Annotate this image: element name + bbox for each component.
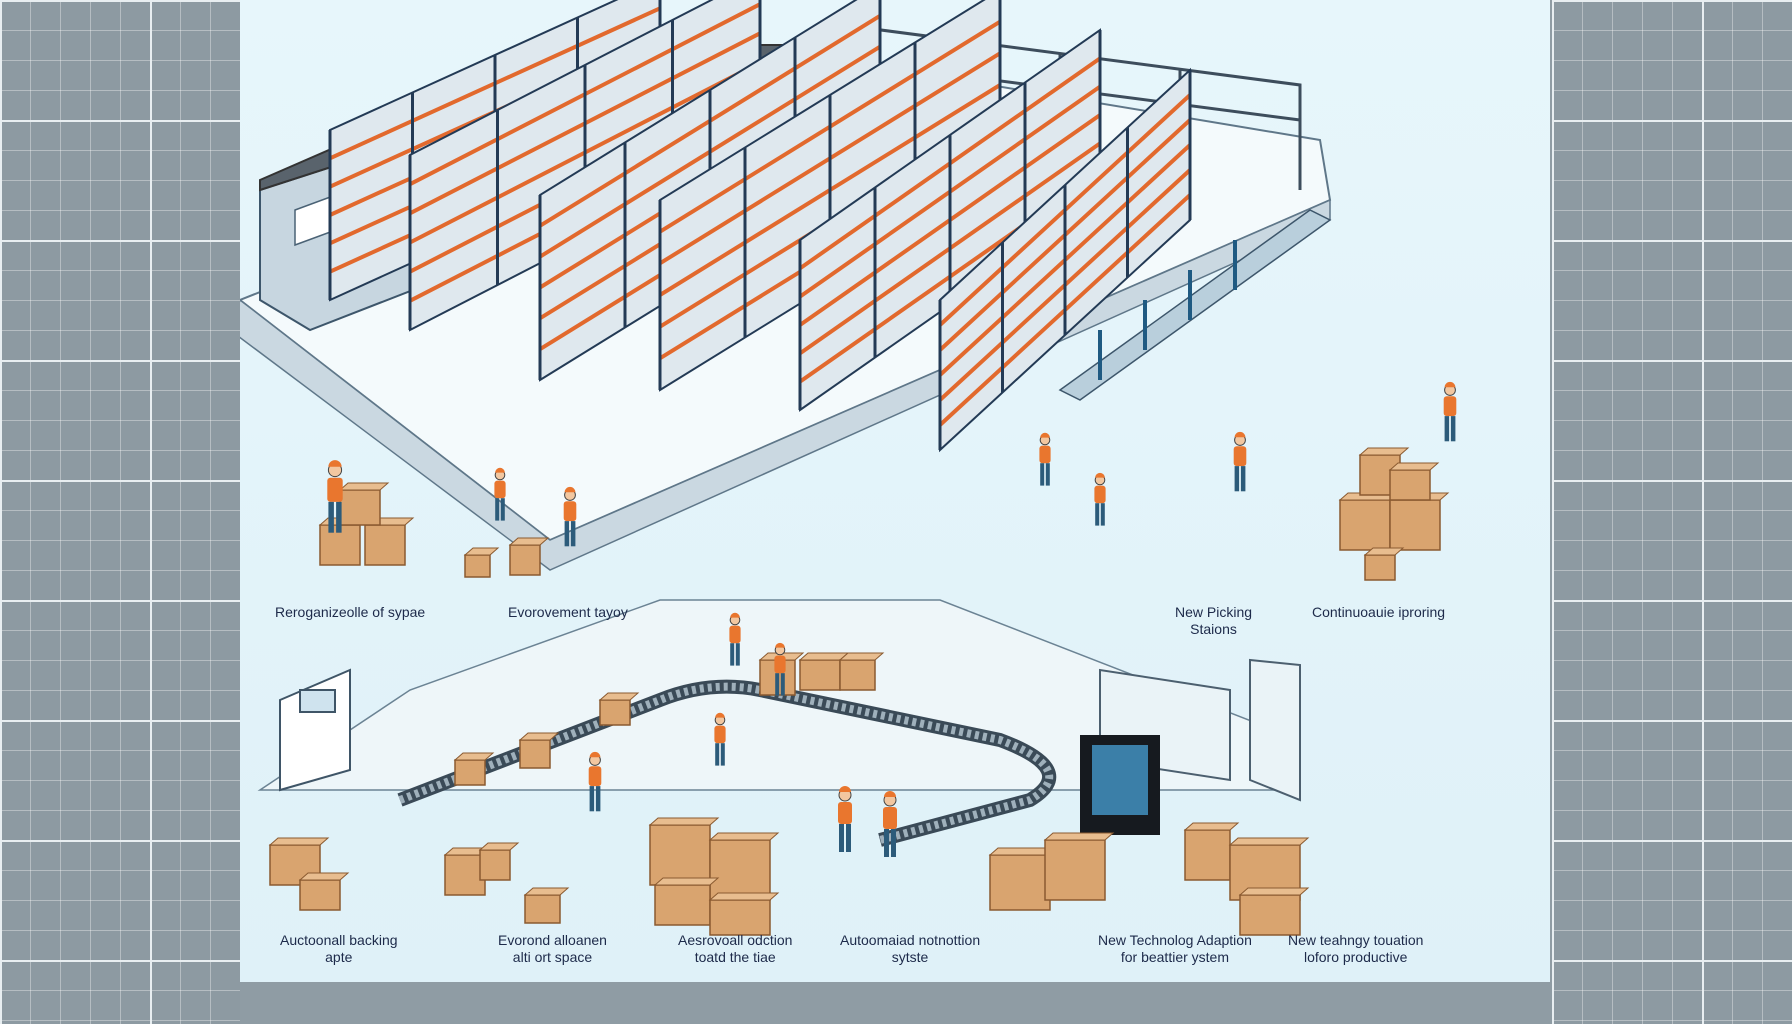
warehouse-illustration: Reroganizeolle of sypae Evorovement tayo… — [240, 0, 1550, 982]
right-grid-panel — [1552, 0, 1792, 1024]
caption-picking-stations: New Picking Staions — [1175, 604, 1253, 637]
worker — [883, 791, 897, 857]
worker — [1094, 472, 1106, 526]
conveyor-belt — [398, 682, 1054, 844]
cardboard-box — [988, 847, 1060, 911]
cardboard-box — [518, 732, 560, 769]
caption-environment-allocation: Evorond alloanen alti ort space — [498, 932, 607, 965]
box-stacks — [268, 447, 1450, 936]
worker — [838, 786, 852, 852]
cardboard-box — [1043, 832, 1115, 901]
workers — [327, 381, 1457, 857]
warehouse-drawing — [240, 0, 1457, 936]
rack-row — [938, 67, 1192, 453]
caption-improvement: Evorovement tayoy — [508, 604, 628, 620]
rack-row — [408, 0, 762, 332]
cardboard-box — [463, 547, 500, 578]
cardboard-box — [1238, 887, 1310, 936]
caption-new-technology-productive: New teahngy touation loforo productive — [1288, 932, 1424, 965]
cardboard-box — [508, 537, 550, 576]
cardboard-box — [708, 832, 780, 901]
worker — [729, 612, 741, 666]
cardboard-box — [1338, 492, 1400, 551]
cardboard-box — [1363, 547, 1405, 581]
worker — [774, 642, 786, 696]
automation-line — [1058, 209, 1332, 401]
cardboard-box — [478, 842, 520, 881]
worker — [588, 751, 602, 812]
caption-automated-packing: Auctoonall backing apte — [280, 932, 398, 965]
cardboard-box — [648, 817, 720, 886]
cardboard-box — [838, 652, 885, 691]
caption-reorganize: Reroganizeolle of sypae — [275, 604, 426, 620]
worker — [1039, 432, 1051, 486]
cardboard-box — [298, 872, 350, 911]
floor-edge — [240, 198, 1331, 571]
left-grid-panel — [0, 0, 240, 1024]
worker — [563, 486, 577, 547]
cardboard-box — [598, 692, 640, 726]
cardboard-box — [1183, 822, 1240, 881]
rack-rows — [328, 0, 1192, 453]
cardboard-box — [798, 652, 850, 691]
automation-cabinet — [1080, 735, 1160, 835]
caption-continuous-improving: Continuoauie iproring — [1312, 604, 1446, 620]
worker — [494, 467, 506, 521]
cardboard-box — [1388, 462, 1440, 501]
cardboard-box — [653, 877, 720, 926]
caption-automated-action: Aesrovoall odction toatd the tiae — [678, 932, 793, 965]
caption-automated-notification: Autoomaiad notnottion sytste — [840, 932, 981, 965]
worker — [1233, 431, 1247, 492]
worker — [714, 712, 726, 766]
worker — [327, 460, 343, 533]
worker — [1443, 381, 1457, 442]
cardboard-box — [708, 892, 780, 936]
cardboard-box — [453, 752, 495, 786]
cardboard-box — [523, 887, 570, 924]
caption-new-technology-adoption: New Technolog Adaption for beattier yste… — [1098, 932, 1252, 965]
office-cubicle — [279, 668, 351, 792]
cardboard-box — [1388, 492, 1450, 551]
